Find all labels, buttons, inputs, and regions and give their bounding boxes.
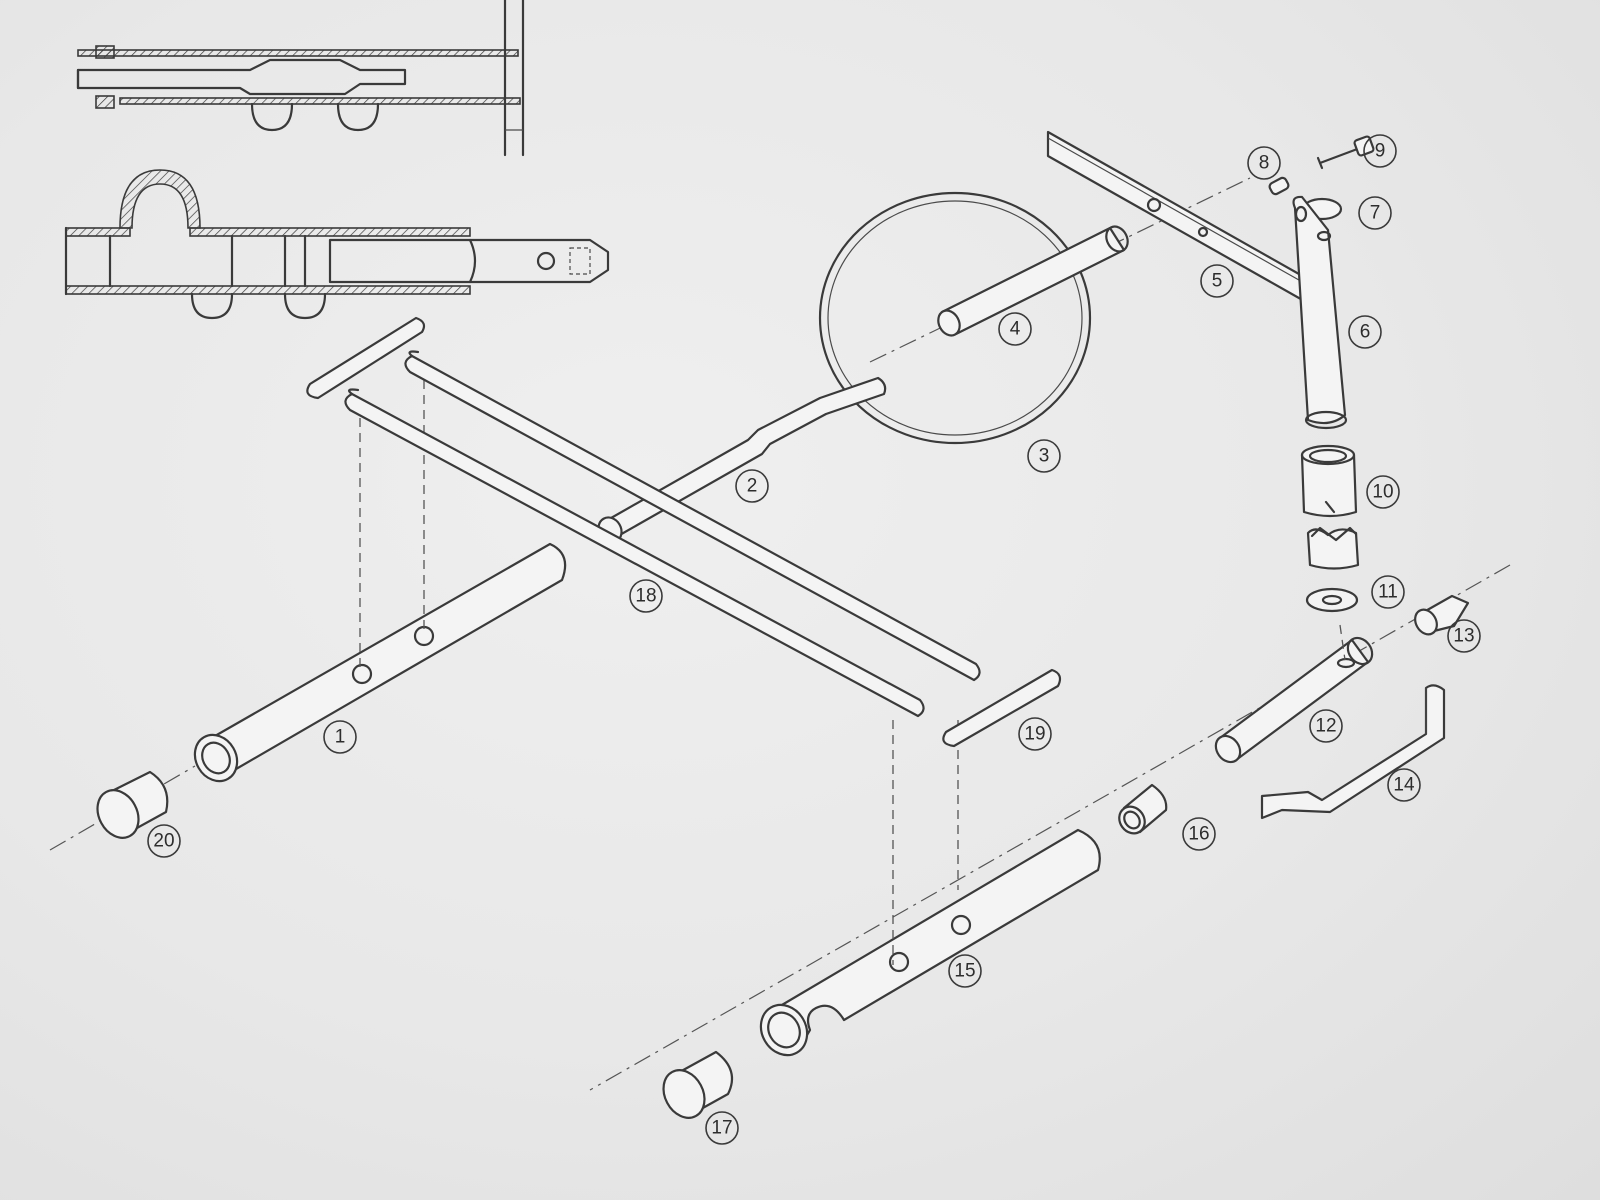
callout-8: 8 [1247, 146, 1281, 180]
callout-circle [147, 824, 181, 858]
callout-number: 18 [635, 586, 656, 607]
cross-section-lower [64, 169, 610, 320]
callout-number: 13 [1453, 626, 1474, 647]
callout-number: 17 [711, 1118, 732, 1139]
bushing-8 [1268, 176, 1290, 196]
callout-number: 11 [1378, 582, 1398, 603]
pin-part [937, 225, 1129, 337]
callout-10: 10 [1366, 475, 1400, 509]
callout-circle [1363, 134, 1397, 168]
shaft-part [1214, 624, 1374, 764]
post-part [1292, 195, 1348, 430]
callout-12: 12 [1309, 709, 1343, 743]
callout-circle [1018, 717, 1052, 751]
callout-number: 15 [954, 961, 975, 982]
callout-number: 6 [1360, 322, 1371, 343]
callout-circle [1247, 146, 1281, 180]
callout-17: 17 [705, 1111, 739, 1145]
callout-circle [1358, 196, 1392, 230]
ring-part [818, 191, 1092, 445]
callout-18: 18 [629, 579, 663, 613]
callout-11: 11 [1371, 575, 1405, 609]
callout-4: 4 [998, 312, 1032, 346]
callout-circle [1309, 709, 1343, 743]
callout-number: 5 [1212, 271, 1223, 292]
cross-section-upper [76, 0, 525, 157]
tip-part [1414, 594, 1470, 636]
callout-number: 16 [1188, 824, 1209, 845]
callout-20: 20 [147, 824, 181, 858]
screw-9 [1316, 135, 1375, 170]
callout-number: 20 [153, 831, 174, 852]
callout-circle [705, 1111, 739, 1145]
callout-number: 1 [335, 727, 346, 748]
callout-circle [1366, 475, 1400, 509]
callout-16: 16 [1182, 817, 1216, 851]
rod-pair-part [344, 350, 981, 718]
washer-part [1305, 587, 1359, 613]
lever-part [597, 376, 887, 544]
callout-number: 4 [1010, 319, 1021, 340]
cap-17 [662, 1050, 734, 1119]
callout-13: 13 [1447, 619, 1481, 653]
callout-circle [948, 954, 982, 988]
cap-20 [96, 770, 169, 839]
flat-bar-19 [306, 316, 1062, 748]
callout-circle [1027, 439, 1061, 473]
callout-number: 9 [1375, 141, 1386, 162]
callout-circle [1447, 619, 1481, 653]
bushing-16 [1118, 783, 1168, 835]
callout-circle [1182, 817, 1216, 851]
callout-15: 15 [948, 954, 982, 988]
callout-5: 5 [1200, 264, 1234, 298]
callout-9: 9 [1363, 134, 1397, 168]
callout-6: 6 [1348, 315, 1382, 349]
upper-tube-part [193, 542, 567, 783]
lower-tube-part [759, 828, 1101, 1057]
callout-circle [998, 312, 1032, 346]
callout-2: 2 [735, 469, 769, 503]
callout-number: 8 [1259, 153, 1270, 174]
callout-number: 12 [1315, 716, 1336, 737]
callout-number: 3 [1039, 446, 1050, 467]
callout-circle [735, 469, 769, 503]
callout-7: 7 [1358, 196, 1392, 230]
callout-circle [1200, 264, 1234, 298]
callout-circle [629, 579, 663, 613]
sleeve-part [1300, 444, 1360, 570]
callout-circle [323, 720, 357, 754]
callout-3: 3 [1027, 439, 1061, 473]
callout-14: 14 [1387, 768, 1421, 802]
callout-number: 7 [1370, 203, 1381, 224]
callout-19: 19 [1018, 717, 1052, 751]
callout-number: 14 [1393, 775, 1415, 796]
callout-circle [1387, 768, 1421, 802]
callout-1: 1 [323, 720, 357, 754]
callout-number: 2 [747, 476, 758, 497]
callout-number: 19 [1024, 724, 1045, 745]
callout-number: 10 [1372, 482, 1393, 503]
callout-circle [1371, 575, 1405, 609]
callout-circle [1348, 315, 1382, 349]
bracket-part [1260, 684, 1446, 820]
